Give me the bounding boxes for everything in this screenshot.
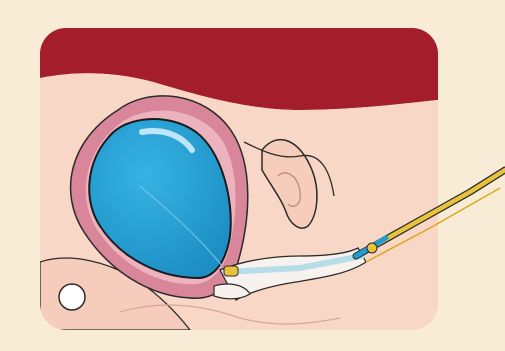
catheter-connector (224, 266, 238, 276)
catheter-valve (367, 243, 377, 253)
anatomy-circle (59, 284, 85, 310)
